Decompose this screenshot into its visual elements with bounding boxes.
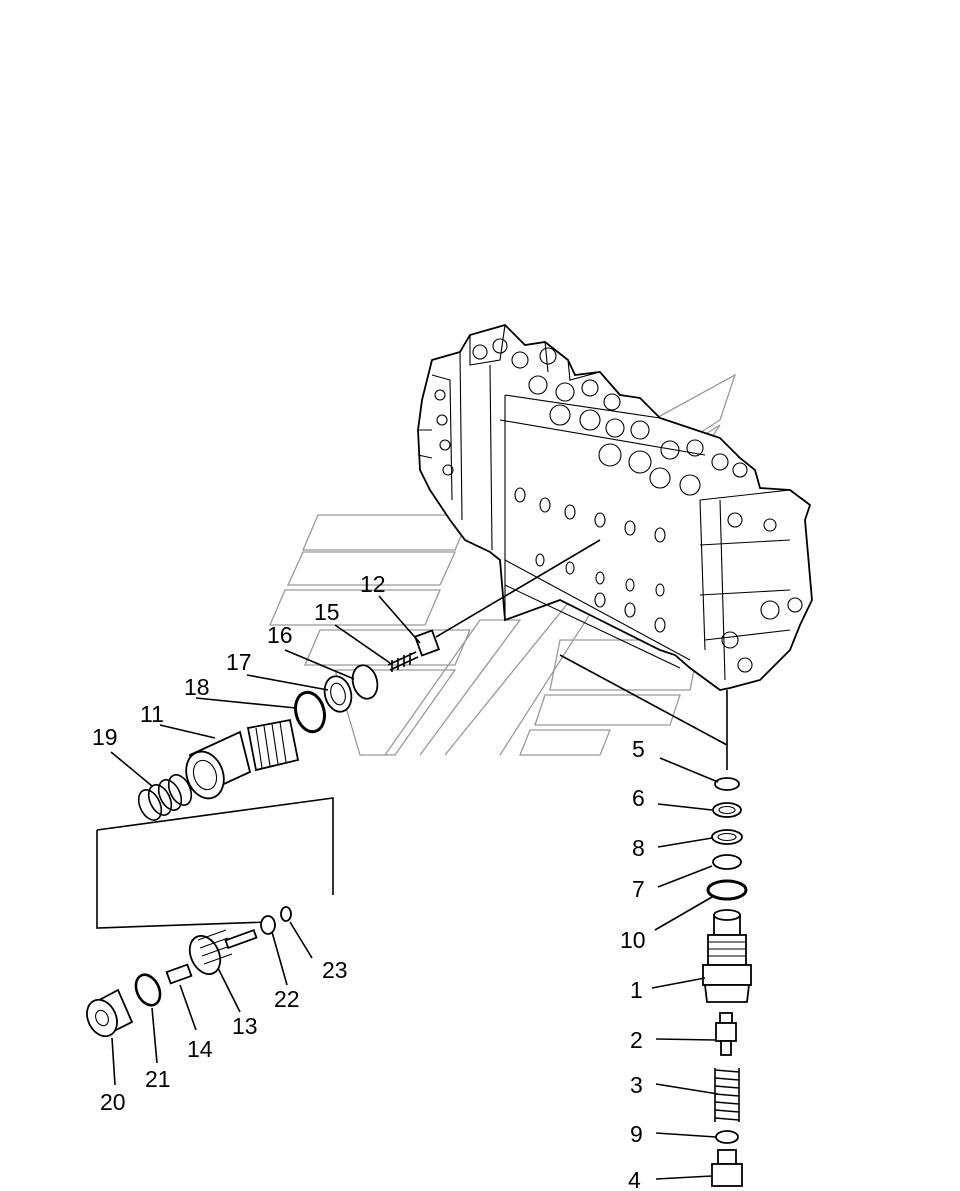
ring-17 xyxy=(323,675,353,713)
callout-13: 13 xyxy=(232,1013,258,1039)
ring-6 xyxy=(712,802,742,818)
plug-20 xyxy=(86,988,134,1038)
ring-22 xyxy=(260,915,276,935)
callout-2: 2 xyxy=(630,1027,643,1053)
o-ring-7 xyxy=(712,854,742,870)
o-ring-16 xyxy=(351,664,379,700)
spring-3 xyxy=(714,1068,740,1122)
housing-11 xyxy=(185,718,300,800)
callout-1: 1 xyxy=(630,977,643,1003)
callout-6: 6 xyxy=(632,785,645,811)
leader-lines xyxy=(110,595,719,1180)
callout-21: 21 xyxy=(145,1066,171,1092)
callout-23: 23 xyxy=(322,957,348,983)
callout-3: 3 xyxy=(630,1072,643,1098)
spring-15 xyxy=(387,651,419,672)
callout-labels: 1 2 3 4 5 6 7 8 9 10 11 12 13 14 15 16 1… xyxy=(92,571,646,1191)
callout-14: 14 xyxy=(187,1036,213,1062)
callout-20: 20 xyxy=(100,1089,126,1115)
pin-14 xyxy=(165,963,193,985)
callout-19: 19 xyxy=(92,724,118,750)
poppet-2 xyxy=(715,1012,737,1056)
o-ring-5 xyxy=(714,777,740,791)
o-ring-9 xyxy=(715,1130,739,1144)
o-ring-23 xyxy=(280,906,292,922)
callout-7: 7 xyxy=(632,876,645,902)
callout-4: 4 xyxy=(628,1167,641,1191)
callout-9: 9 xyxy=(630,1121,643,1147)
callout-15: 15 xyxy=(314,599,340,625)
o-ring-21 xyxy=(134,973,162,1007)
control-valve-assembly xyxy=(417,323,813,691)
piston-13 xyxy=(188,928,258,975)
valve-body-1 xyxy=(702,909,752,1003)
right-column-parts xyxy=(559,654,752,1187)
callout-11: 11 xyxy=(140,701,164,727)
callout-12: 12 xyxy=(360,571,386,597)
callout-22: 22 xyxy=(274,986,300,1012)
o-ring-10 xyxy=(706,879,748,901)
callout-18: 18 xyxy=(184,674,210,700)
adjuster-12 xyxy=(413,539,601,657)
left-cluster-parts xyxy=(86,539,601,1038)
callout-10: 10 xyxy=(620,927,646,953)
callout-5: 5 xyxy=(632,736,645,762)
callout-8: 8 xyxy=(632,835,645,861)
callout-16: 16 xyxy=(267,622,293,648)
ring-8 xyxy=(711,829,743,845)
plug-4 xyxy=(711,1149,743,1187)
spring-19 xyxy=(137,774,193,821)
o-ring-18 xyxy=(294,690,326,734)
callout-17: 17 xyxy=(226,649,252,675)
